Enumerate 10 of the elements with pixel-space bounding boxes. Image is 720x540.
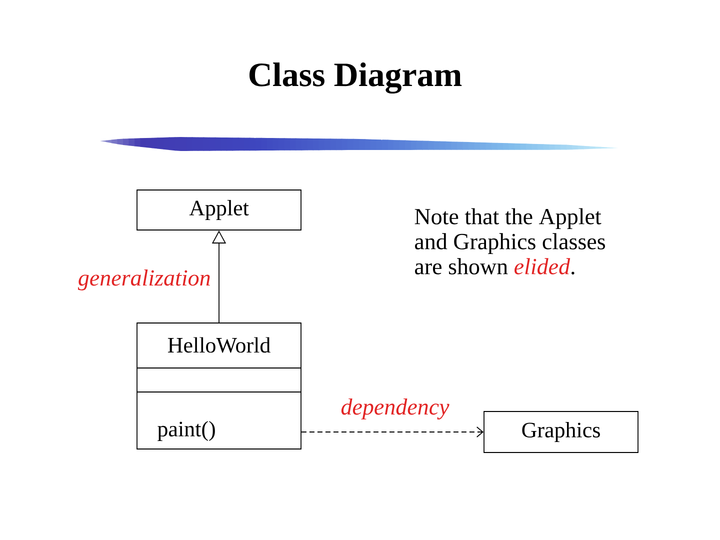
method-name: paint()	[158, 421, 215, 441]
class-box: Graphics	[484, 411, 638, 453]
edge-label: generalization	[76, 268, 212, 292]
edge-label: dependency	[340, 398, 450, 420]
class-box: Applet	[136, 190, 302, 230]
title: Class Diagram	[249, 62, 462, 94]
class-name: HelloWorld	[168, 337, 270, 353]
class-box	[136, 322, 302, 450]
dependency-arrow	[301, 426, 484, 438]
note-text: Note that the Applet and Graphics classes are shown elided.	[414, 208, 605, 274]
